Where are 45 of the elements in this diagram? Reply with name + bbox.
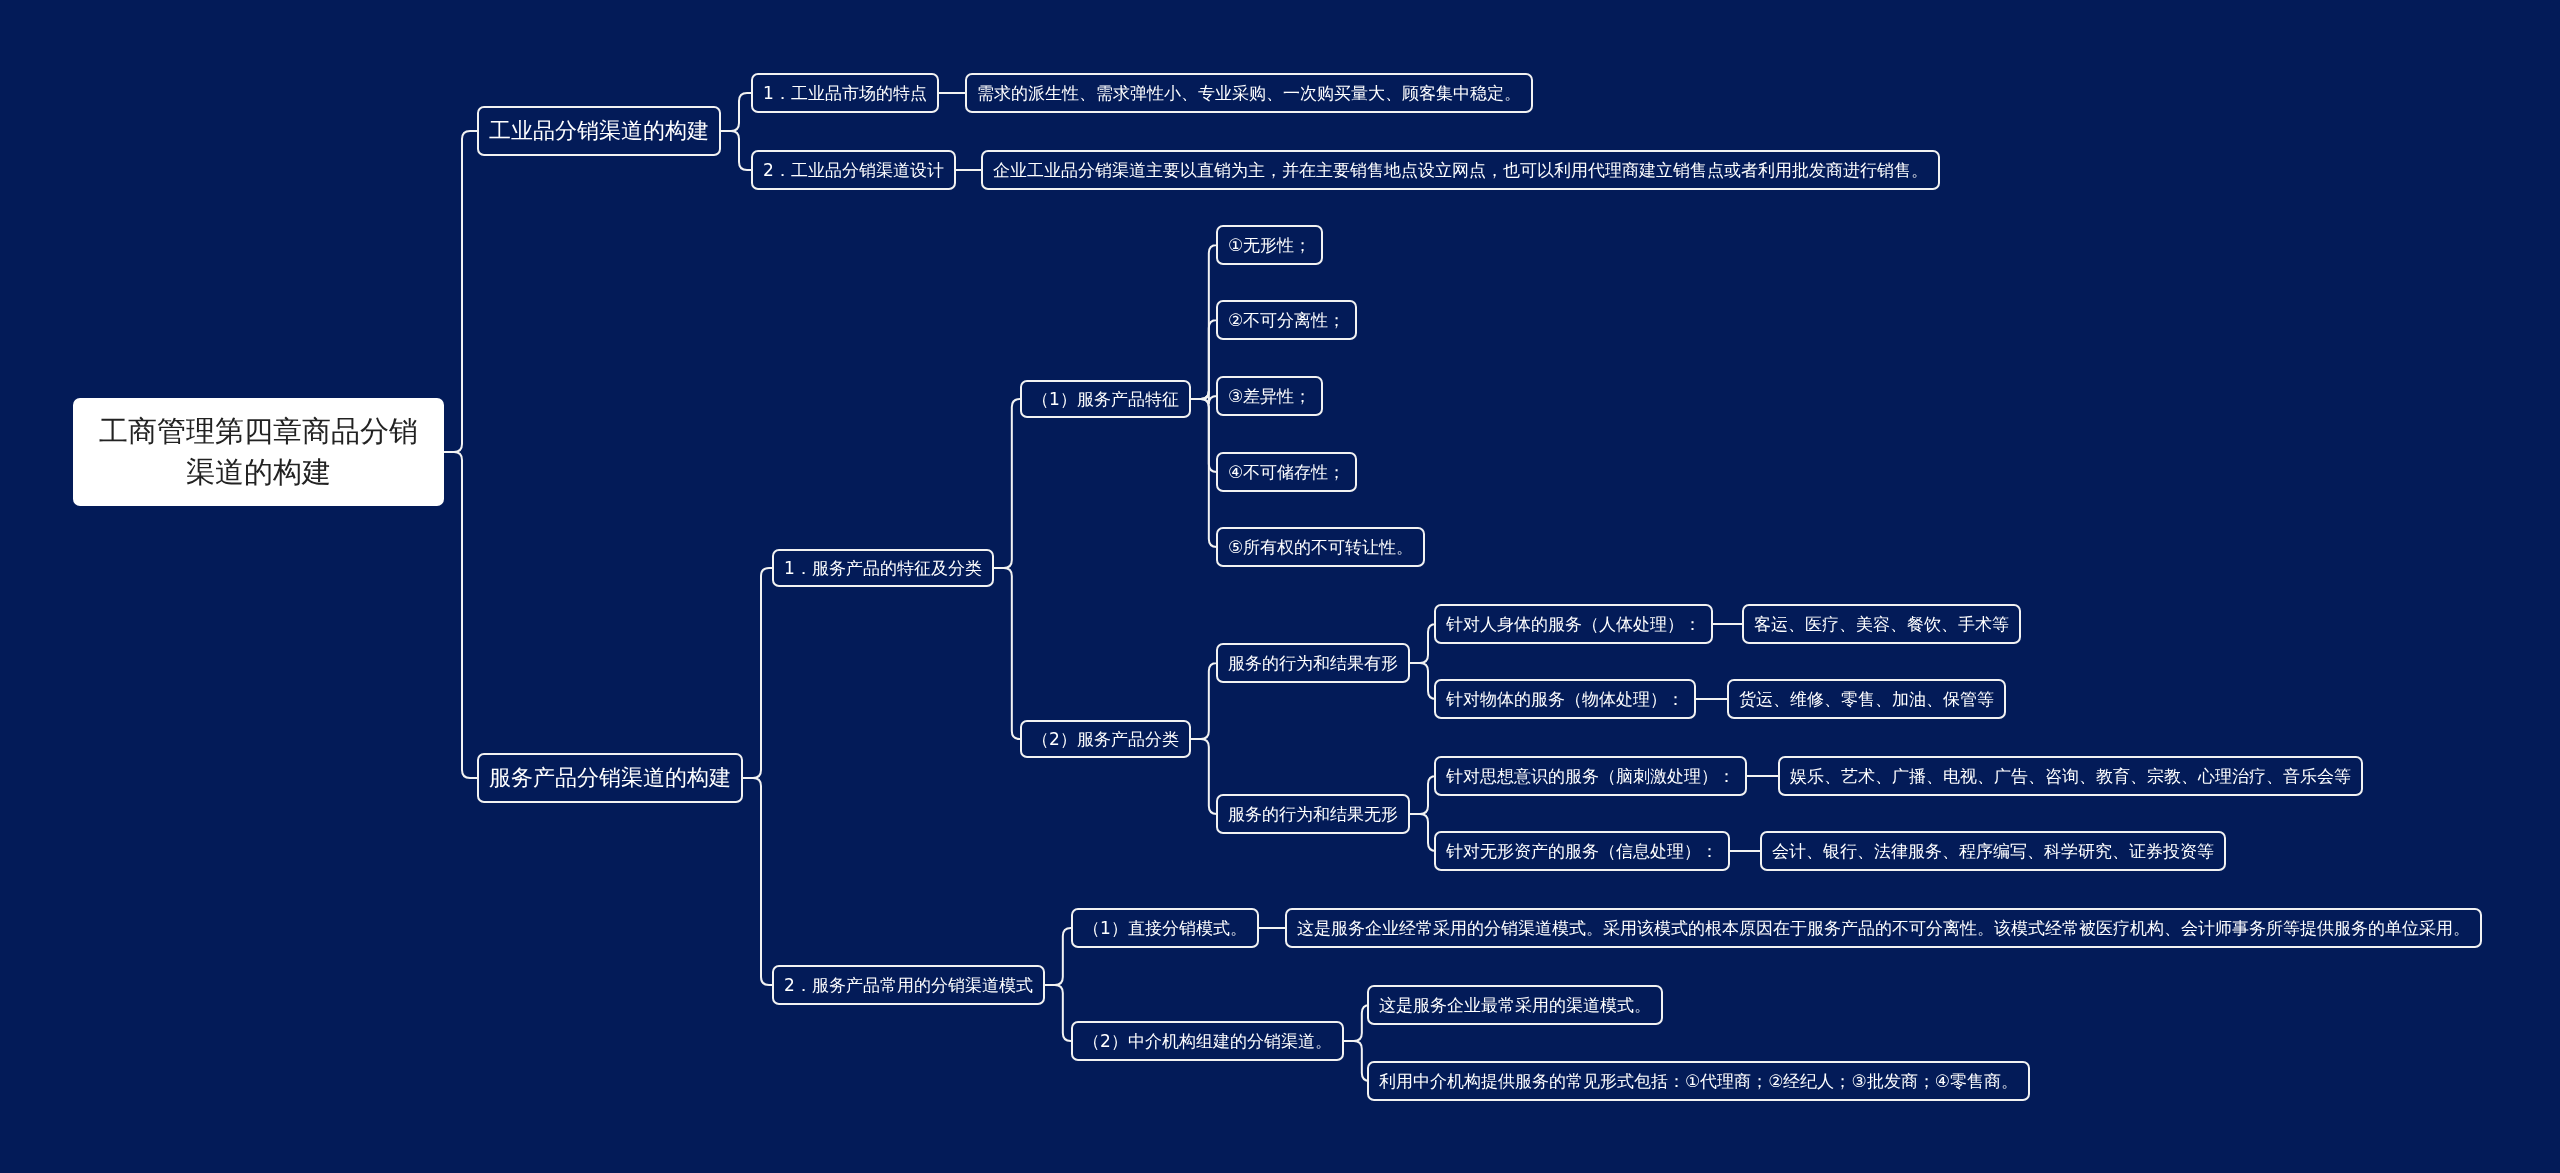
topic-box: 2．服务产品常用的分销渠道模式 xyxy=(772,965,1045,1005)
connector-line xyxy=(1695,698,1728,700)
connector-line xyxy=(720,130,752,171)
topic-box: ①无形性； xyxy=(1216,225,1324,265)
topic-box: 服务产品分销渠道的构建 xyxy=(477,753,743,803)
topic-box: （2）服务产品分类 xyxy=(1020,720,1191,758)
topic-box: 针对物体的服务（物体处理）： xyxy=(1434,679,1696,719)
topic-box: ⑤所有权的不可转让性。 xyxy=(1216,527,1426,567)
topic-box: 货运、维修、零售、加油、保管等 xyxy=(1727,679,2006,719)
topic-box: 1．工业品市场的特点 xyxy=(751,73,939,113)
topic-box: 企业工业品分销渠道主要以直销为主，并在主要销售地点设立网点，也可以利用代理商建立销售点或者利用批发商进行销售。 xyxy=(981,150,1940,190)
connector-line xyxy=(954,169,982,171)
topic-box: （1）直接分销模式。 xyxy=(1071,908,1259,948)
topic-box: （1）服务产品特征 xyxy=(1020,380,1191,418)
topic-box: 1．服务产品的特征及分类 xyxy=(772,549,994,587)
topic-box: 客运、医疗、美容、餐饮、手术等 xyxy=(1742,604,2021,644)
topic-box: 服务的行为和结果无形 xyxy=(1216,794,1410,834)
topic-box: 娱乐、艺术、广播、电视、广告、咨询、教育、宗教、心理治疗、音乐会等 xyxy=(1778,756,2363,796)
connector-line xyxy=(937,92,966,94)
connector-line xyxy=(992,567,1021,740)
topic-box: 这是服务企业经常采用的分销渠道模式。采用该模式的根本原因在于服务产品的不可分离性。该模式经常被医疗机构、会计师事务所等提供服务的单位采用。 xyxy=(1285,908,2482,948)
root-topic: 工商管理第四章商品分销渠道的构建 xyxy=(73,398,444,506)
topic-box: 会计、银行、法律服务、程序编写、科学研究、证券投资等 xyxy=(1760,831,2226,871)
topic-box: 针对思想意识的服务（脑刺激处理）： xyxy=(1434,756,1747,796)
connector-line xyxy=(443,451,478,779)
topic-box: 工业品分销渠道的构建 xyxy=(477,106,721,156)
connector-line xyxy=(742,777,773,986)
topic-box: 这是服务企业最常采用的渠道模式。 xyxy=(1367,985,1663,1025)
connector-line xyxy=(1043,984,1072,1042)
topic-box: 2．工业品分销渠道设计 xyxy=(751,150,956,190)
connector-line xyxy=(1257,927,1286,929)
topic-box: ③差异性； xyxy=(1216,376,1324,416)
connector-line xyxy=(1712,623,1743,625)
connector-line xyxy=(1729,850,1761,852)
topic-box: 利用中介机构提供服务的常见形式包括：①代理商；②经纪人；③批发商；④零售商。 xyxy=(1367,1061,2030,1101)
topic-box: ②不可分离性； xyxy=(1216,300,1358,340)
topic-box: ④不可储存性； xyxy=(1216,452,1358,492)
connector-line xyxy=(1746,775,1779,777)
topic-box: 针对无形资产的服务（信息处理）： xyxy=(1434,831,1730,871)
topic-box: 服务的行为和结果有形 xyxy=(1216,643,1410,683)
topic-box: 针对人身体的服务（人体处理）： xyxy=(1434,604,1713,644)
topic-box: 需求的派生性、需求弹性小、专业采购、一次购买量大、顾客集中稳定。 xyxy=(965,73,1533,113)
connector-line xyxy=(1189,738,1218,815)
topic-box: （2）中介机构组建的分销渠道。 xyxy=(1071,1021,1344,1061)
connector-line xyxy=(1189,398,1218,548)
